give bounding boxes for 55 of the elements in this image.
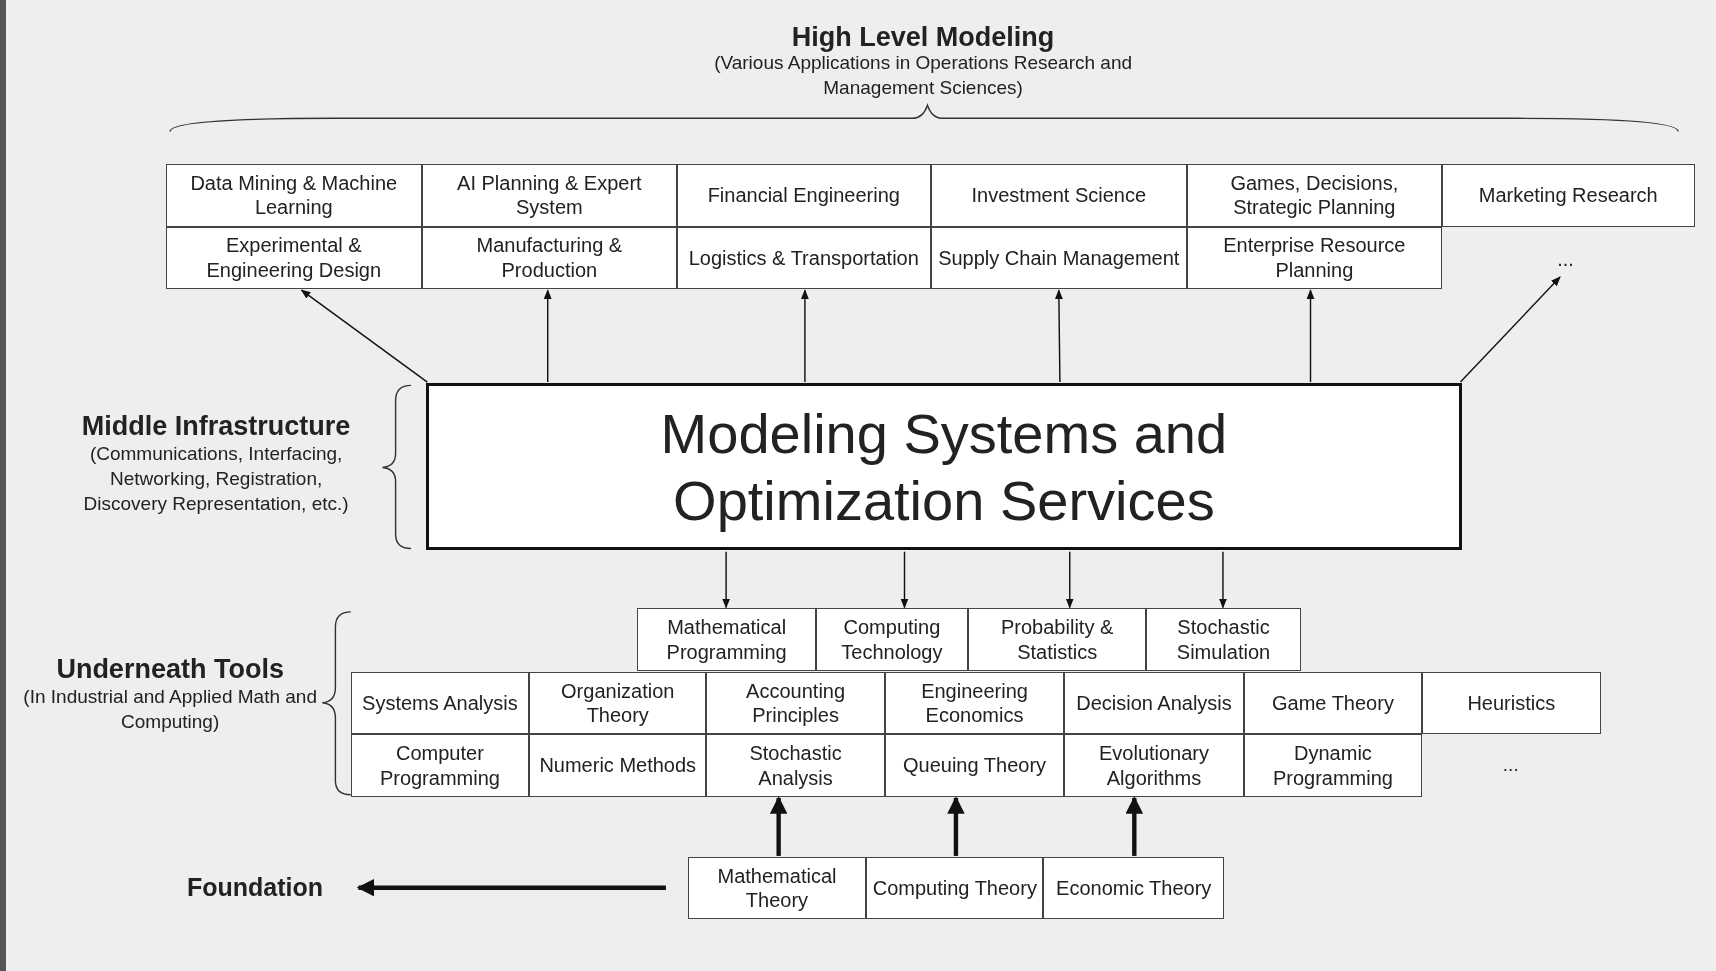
- section-subtitle: (In Industrial and Applied Math and Computing): [22, 685, 318, 734]
- arrow: [1219, 551, 1227, 609]
- tool-cell: Heuristics: [1422, 671, 1601, 735]
- arrow: [1125, 796, 1144, 856]
- theory-cell: Economic Theory: [1043, 856, 1225, 920]
- application-cell: Enterprise Resource Planning: [1186, 226, 1442, 289]
- theory-cell: Mathematical Theory: [687, 856, 867, 920]
- tool-cell: Game Theory: [1243, 671, 1423, 735]
- section-heading: High Level Modeling: [790, 20, 1056, 54]
- theory-cell: Computing Theory: [866, 856, 1044, 920]
- section-subtitle: (Communications, Interfacing, Networking, Registration, Discovery Representation, etc.): [82, 442, 350, 516]
- section-heading: Middle Infrastructure: [80, 410, 352, 444]
- arrow: [356, 878, 666, 897]
- arrow: [947, 796, 965, 856]
- arrow: [769, 796, 788, 856]
- arrow: [1459, 276, 1561, 383]
- section-heading: Underneath Tools: [55, 653, 285, 687]
- central-service-box: Modeling Systems and Optimization Services: [426, 383, 1462, 551]
- tool-cell: Systems Analysis: [350, 671, 530, 735]
- application-cell: Experimental & Engineering Design: [165, 226, 422, 289]
- tool-cell: Evolutionary Algorithms: [1064, 734, 1244, 797]
- arrow: [1306, 289, 1315, 383]
- application-cell: Supply Chain Management: [930, 226, 1187, 289]
- application-cell: AI Planning & Expert System: [421, 164, 677, 227]
- arrow: [543, 289, 552, 383]
- application-cell: Financial Engineering: [676, 164, 931, 227]
- tool-cell: Decision Analysis: [1064, 671, 1244, 735]
- tool-cell: Engineering Economics: [884, 671, 1065, 735]
- ellipsis-text: ...: [1521, 242, 1610, 276]
- tool-cell: Queuing Theory: [884, 734, 1065, 797]
- arrow: [1054, 289, 1063, 383]
- tool-cell: Computer Programming: [350, 734, 530, 797]
- arrow: [900, 551, 909, 609]
- application-cell: Data Mining & Machine Learning: [165, 164, 422, 227]
- tool-cell: Probability & Statistics: [967, 608, 1147, 671]
- application-cell: Investment Science: [930, 164, 1187, 227]
- arrow: [722, 551, 731, 609]
- tool-cell: Numeric Methods: [529, 734, 707, 797]
- tool-cell: Organization Theory: [529, 671, 707, 735]
- tool-cell: Stochastic Analysis: [706, 734, 885, 797]
- application-cell: Manufacturing & Production: [421, 226, 677, 289]
- arrow: [300, 289, 429, 383]
- ellipsis-text: ...: [1501, 752, 1520, 777]
- foundation-heading: Foundation: [153, 870, 357, 906]
- arrow: [1065, 551, 1074, 609]
- application-cell: Games, Decisions, Strategic Planning: [1186, 164, 1442, 227]
- application-cell: Marketing Research: [1441, 164, 1695, 227]
- tool-cell: Computing Technology: [815, 608, 968, 671]
- section-subtitle: (Various Applications in Operations Research and Management Sciences): [713, 52, 1134, 101]
- arrow: [800, 289, 809, 383]
- tool-cell: Stochastic Simulation: [1146, 608, 1301, 671]
- tool-cell: Mathematical Programming: [637, 608, 816, 671]
- tool-cell: Accounting Principles: [706, 671, 885, 735]
- application-cell: Logistics & Transportation: [676, 226, 931, 289]
- tool-cell: Dynamic Programming: [1243, 734, 1423, 797]
